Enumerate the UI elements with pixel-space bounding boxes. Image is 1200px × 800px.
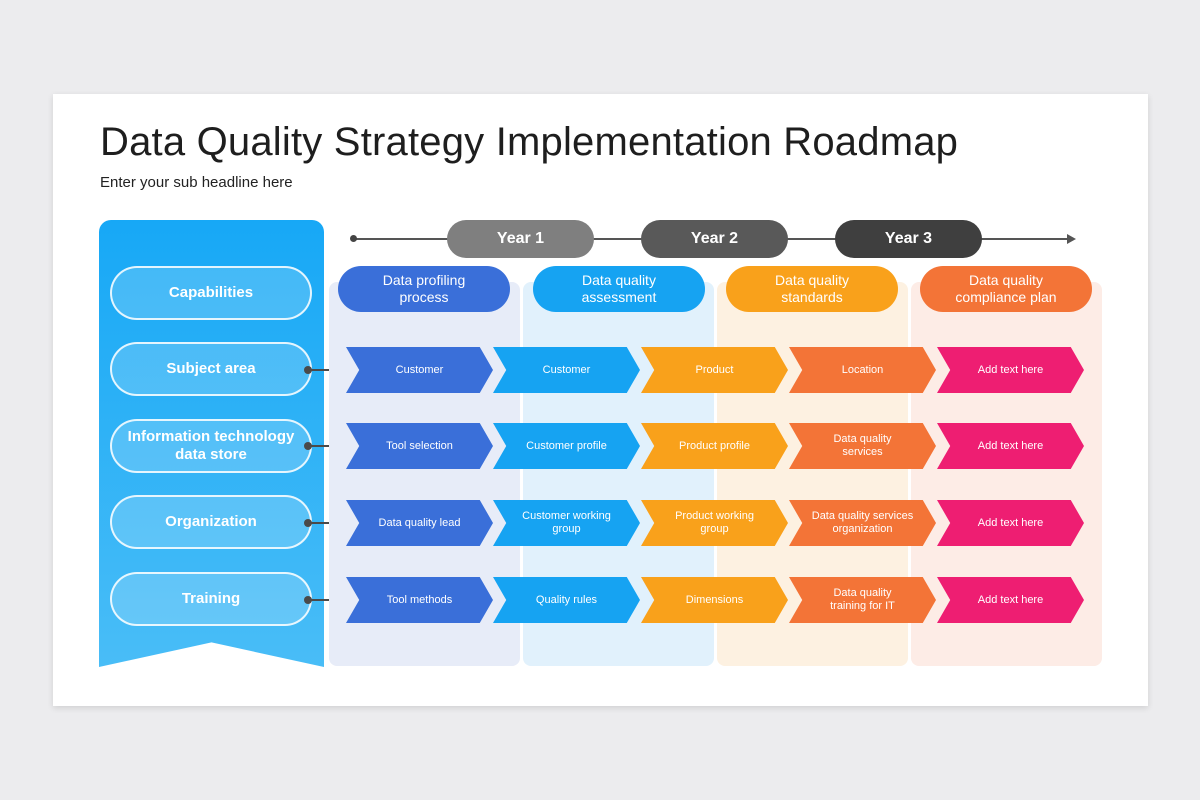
page-subtitle: Enter your sub headline here <box>100 174 293 191</box>
connector-line <box>310 599 334 601</box>
chevron-step: Add text here <box>937 423 1084 469</box>
capability-subject-area: Subject area <box>110 342 312 396</box>
slide: Data Quality Strategy Implementation Roa… <box>53 94 1148 706</box>
phase-header-3: Data quality standards <box>726 266 898 312</box>
chevron-step: Data quality services <box>789 423 936 469</box>
capability-organization: Organization <box>110 495 312 549</box>
chevron-step: Add text here <box>937 347 1084 393</box>
connector-dot <box>304 366 312 374</box>
phase-header-4: Data quality compliance plan <box>920 266 1092 312</box>
capability-it-data-store: Information technology data store <box>110 419 312 473</box>
chevron-step: Data quality training for IT <box>789 577 936 623</box>
chevron-step: Customer profile <box>493 423 640 469</box>
capability-label: Subject area <box>166 360 256 377</box>
page-title: Data Quality Strategy Implementation Roa… <box>100 120 959 164</box>
timeline-arrowhead <box>1067 234 1076 244</box>
chevron-step: Product profile <box>641 423 788 469</box>
chevron-step: Customer <box>493 347 640 393</box>
chevron-step: Quality rules <box>493 577 640 623</box>
phase-label: Data quality assessment <box>581 272 657 305</box>
connector-line <box>310 369 334 371</box>
phase-header-2: Data quality assessment <box>533 266 705 312</box>
chevron-step: Data quality lead <box>346 500 493 546</box>
timeline-start-dot <box>350 235 357 242</box>
chevron-step: Tool selection <box>346 423 493 469</box>
chevron-step: Location <box>789 347 936 393</box>
connector-dot <box>304 519 312 527</box>
capability-label: Capabilities <box>168 284 254 301</box>
phase-label: Data profiling process <box>382 272 466 305</box>
connector-dot <box>304 442 312 450</box>
year-label: Year 1 <box>496 230 545 247</box>
year-1-pill: Year 1 <box>447 220 594 258</box>
phase-header-1: Data profiling process <box>338 266 510 312</box>
connector-line <box>310 522 334 524</box>
chevron-step: Data quality services organization <box>789 500 936 546</box>
connector-dot <box>304 596 312 604</box>
connector-line <box>310 445 334 447</box>
capability-training: Training <box>110 572 312 626</box>
chevron-step: Tool methods <box>346 577 493 623</box>
year-label: Year 2 <box>690 230 739 247</box>
year-label: Year 3 <box>884 230 933 247</box>
phase-label: Data quality standards <box>775 272 849 305</box>
chevron-step: Customer working group <box>493 500 640 546</box>
chevron-step: Product working group <box>641 500 788 546</box>
chevron-step: Add text here <box>937 577 1084 623</box>
chevron-step: Customer <box>346 347 493 393</box>
capability-label: Information technology data store <box>127 428 295 463</box>
year-3-pill: Year 3 <box>835 220 982 258</box>
capability-label: Organization <box>165 513 257 530</box>
year-2-pill: Year 2 <box>641 220 788 258</box>
chevron-step: Dimensions <box>641 577 788 623</box>
chevron-step: Product <box>641 347 788 393</box>
phase-label: Data quality compliance plan <box>955 272 1057 305</box>
capability-label: Training <box>181 590 241 607</box>
capability-header: Capabilities <box>110 266 312 320</box>
chevron-step: Add text here <box>937 500 1084 546</box>
